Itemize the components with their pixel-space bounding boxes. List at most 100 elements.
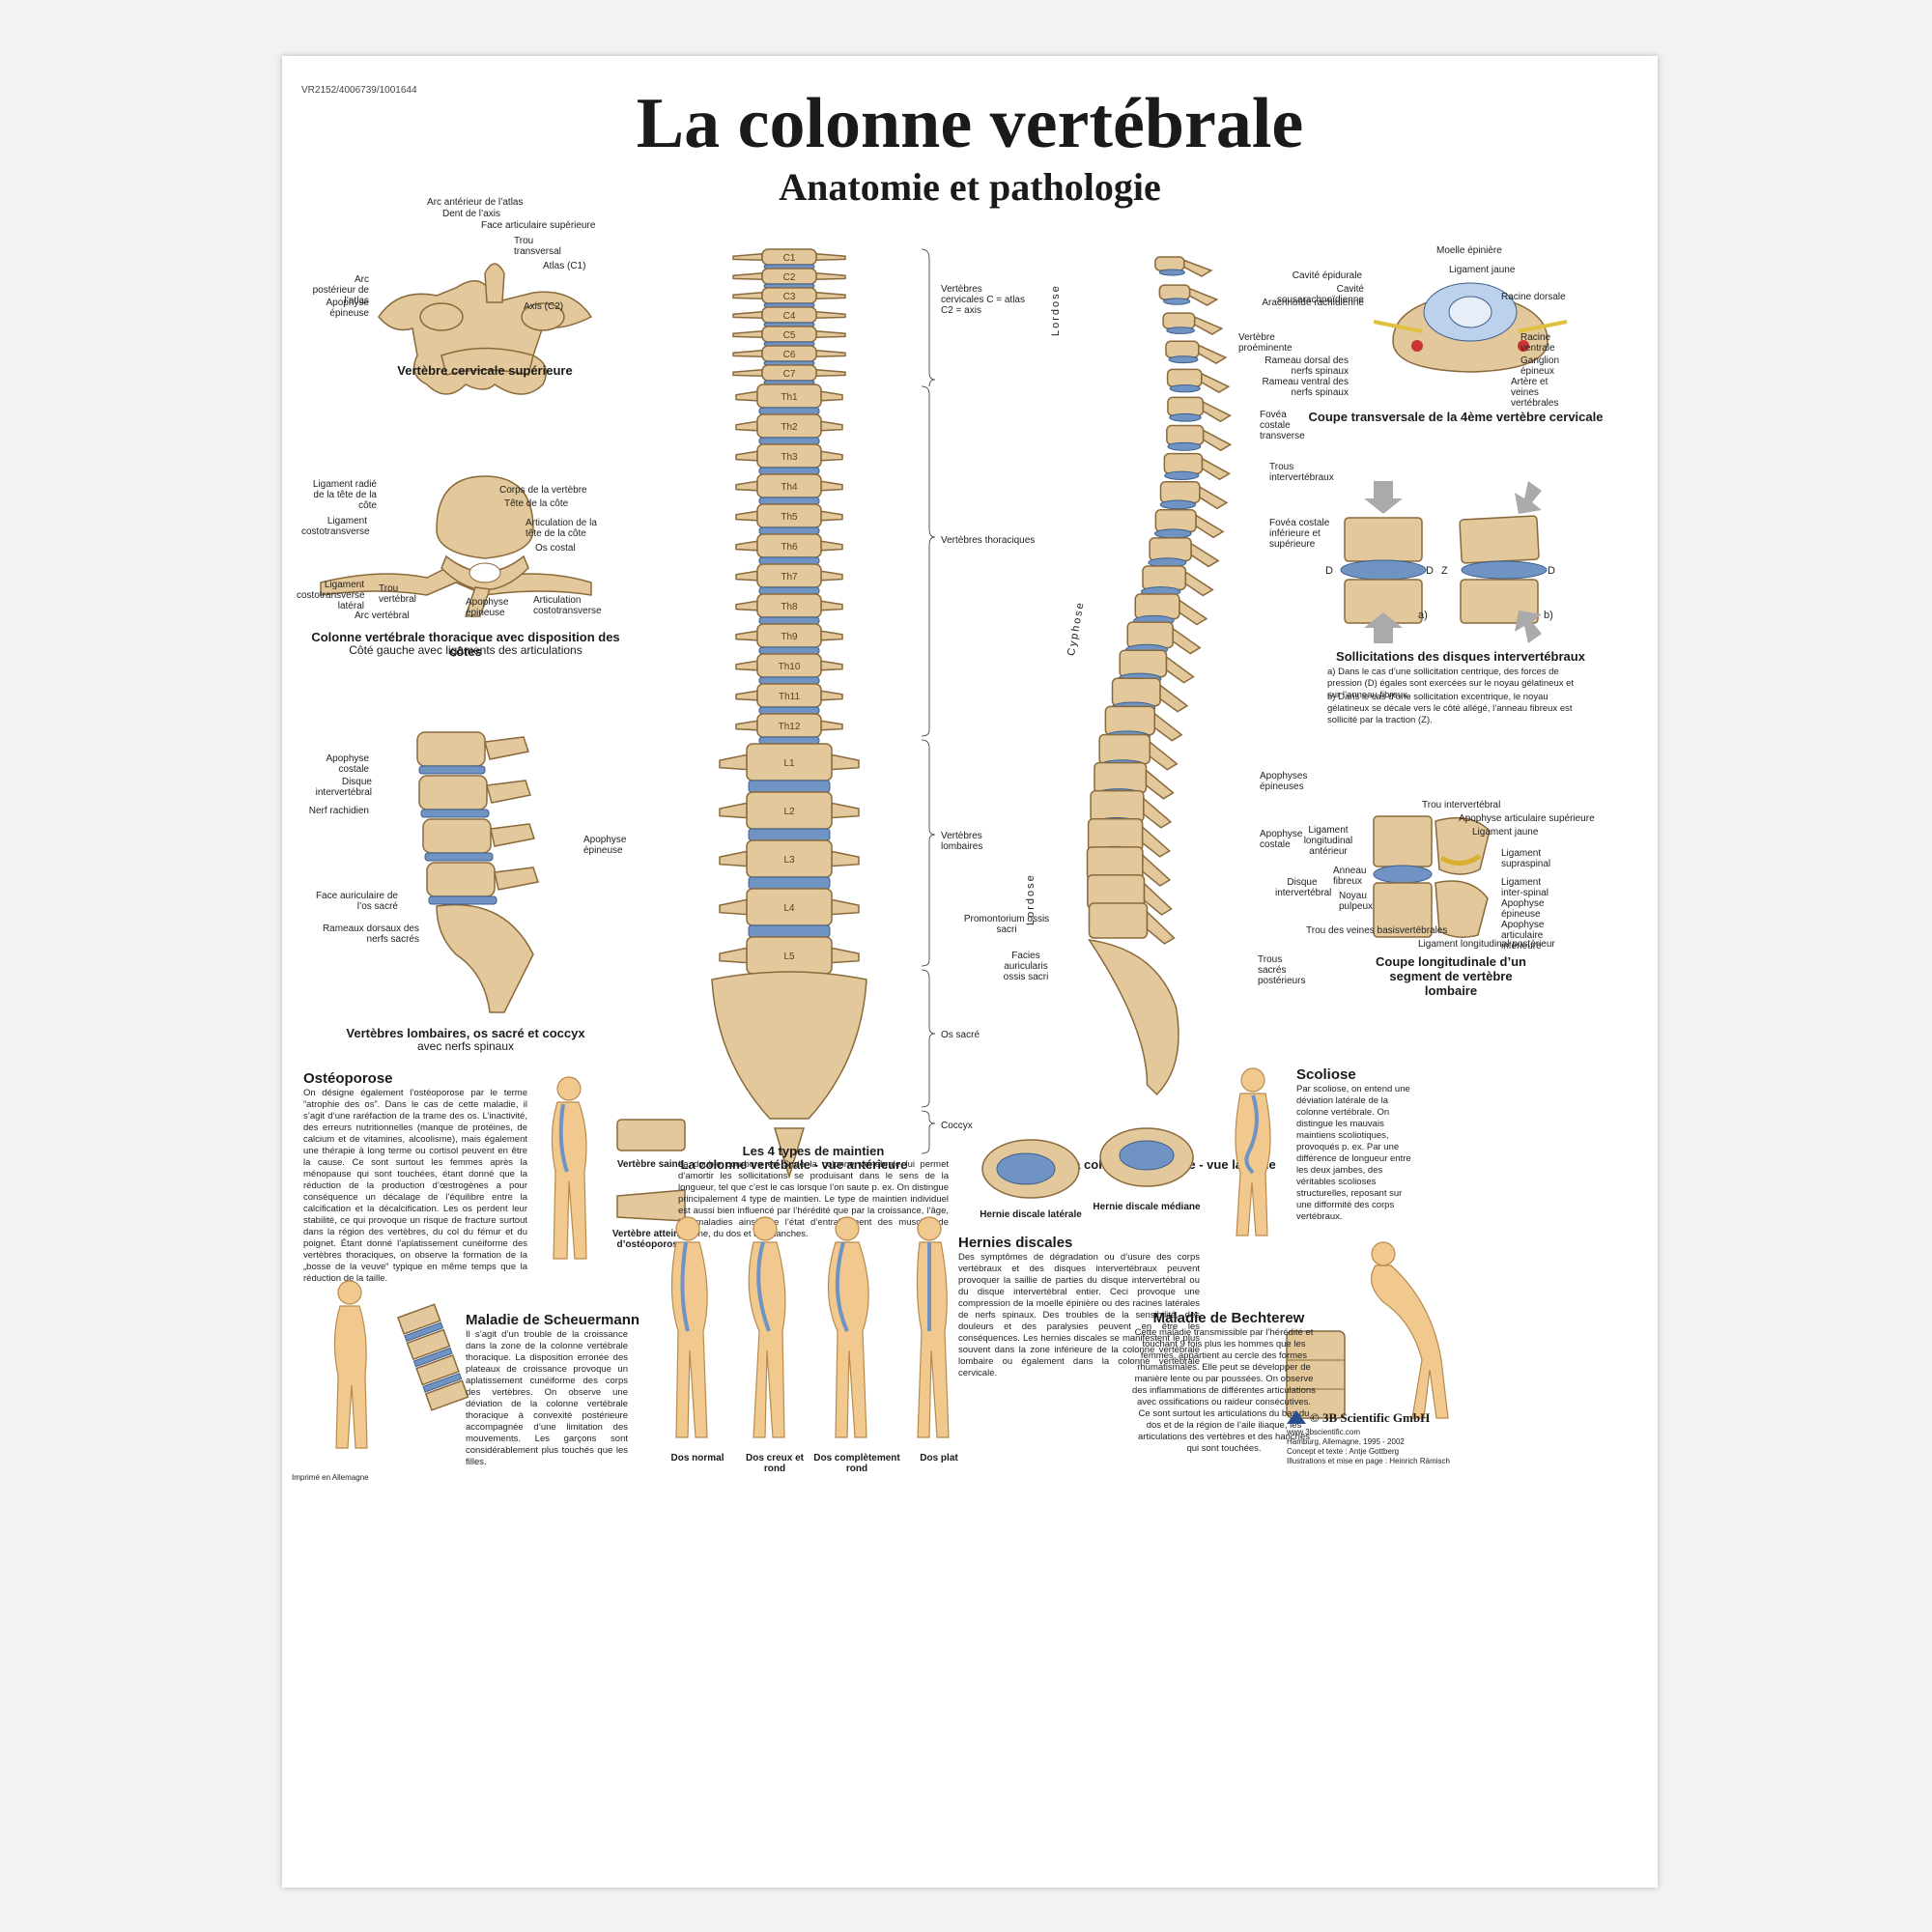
label-cavite-sousarachnoidienne: Cavité sousarachnoïdienne bbox=[1276, 284, 1364, 305]
label-nerf-rachidien: Nerf rachidien bbox=[308, 806, 369, 816]
disc-mark-z: Z bbox=[1441, 565, 1448, 577]
intervertebral-disc bbox=[758, 586, 820, 595]
lateral-vertebra bbox=[1087, 817, 1171, 858]
lateral-vertebra bbox=[1090, 789, 1173, 829]
label-arachnoide: Arachnoïde rachidienne bbox=[1262, 298, 1364, 308]
lateral-vertebra bbox=[1165, 340, 1228, 364]
bechterew-figure bbox=[1286, 1241, 1449, 1419]
label-corps-vertebre: Corps de la vertèbre bbox=[499, 485, 587, 496]
vertebra-label: L2 bbox=[783, 807, 795, 817]
region-braces bbox=[921, 248, 936, 1154]
intervertebral-disc bbox=[758, 556, 820, 565]
scheuermann-title: Maladie de Scheuermann bbox=[466, 1312, 640, 1328]
vertebra-c1: C1 bbox=[732, 248, 846, 266]
lateral-disc bbox=[1163, 298, 1191, 305]
lateral-vertebra bbox=[1163, 452, 1231, 481]
label-disque-long: Disque intervertébral bbox=[1275, 877, 1332, 898]
label-vertebre-saine: Vertèbre saine bbox=[616, 1159, 684, 1170]
region-os-sacre: Os sacré bbox=[941, 1030, 980, 1040]
lateral-vertebra bbox=[1159, 480, 1229, 510]
label-arc-posterieur: Arc postérieur de l’atlas bbox=[312, 274, 369, 306]
intervertebral-disc bbox=[758, 497, 820, 505]
label-rameau-dorsal: Rameau dorsal des nerfs spinaux bbox=[1264, 355, 1349, 377]
postures-text: La double courbure en S de la colonne ve… bbox=[678, 1159, 949, 1239]
hernies-title: Hernies discales bbox=[958, 1235, 1073, 1251]
region-thoraciques: Vertèbres thoraciques bbox=[941, 535, 1036, 546]
postures-figures bbox=[670, 1216, 950, 1438]
lateral-vertebra bbox=[1098, 733, 1179, 771]
vertebra-c6: C6 bbox=[732, 345, 846, 362]
3b-logo-icon bbox=[1287, 1410, 1306, 1424]
lateral-vertebra bbox=[1162, 312, 1224, 335]
vertebra-label: Th2 bbox=[781, 422, 798, 433]
lateral-vertebra bbox=[1149, 537, 1220, 568]
label-facies-auricularis: Facies auricularis ossis sacri bbox=[1003, 951, 1049, 982]
vertebra-th4: Th4 bbox=[735, 473, 843, 498]
disc-mark-b: b) bbox=[1544, 610, 1553, 621]
disc-mark-d3: D bbox=[1548, 565, 1555, 577]
posture-label-rond: Dos complètement rond bbox=[813, 1453, 900, 1474]
label-artere-veines: Artère et veines vertébrales bbox=[1511, 377, 1559, 409]
label-trous-intervertebraux: Trous intervertébraux bbox=[1269, 462, 1334, 483]
label-rameau-ventral: Rameau ventral des nerfs spinaux bbox=[1262, 377, 1350, 398]
vertebra-th6: Th6 bbox=[735, 533, 843, 558]
label-fovea-transverse: Fovéa costale transverse bbox=[1260, 410, 1305, 441]
label-face-auriculaire: Face auriculaire de l’os sacré bbox=[315, 891, 398, 912]
sacrum bbox=[711, 971, 867, 1120]
vertebra-label: Th12 bbox=[779, 722, 801, 732]
longitudinal-section-illustration bbox=[1373, 815, 1491, 938]
vertebra-c4: C4 bbox=[732, 306, 846, 324]
region-coccyx: Coccyx bbox=[941, 1121, 973, 1131]
vertebra-th1: Th1 bbox=[735, 384, 843, 409]
label-ligament-supraspinal: Ligament supraspinal bbox=[1501, 848, 1551, 869]
coccyx bbox=[773, 1127, 806, 1179]
label-face-articulaire: Face articulaire supérieure bbox=[481, 220, 596, 231]
printed-in: Imprimé en Allemagne bbox=[292, 1473, 369, 1482]
label-os-costal: Os costal bbox=[535, 543, 576, 554]
region-cervicales: Vertèbres cervicales C = atlas C2 = axis bbox=[941, 284, 1025, 316]
osteoporose-title: Ostéoporose bbox=[303, 1070, 393, 1087]
lateral-vertebra bbox=[1111, 677, 1189, 713]
vertebra-c2: C2 bbox=[732, 268, 846, 285]
lateral-vertebra bbox=[1154, 509, 1225, 539]
vertebra-th11: Th11 bbox=[735, 683, 843, 708]
vertebra-label: C6 bbox=[783, 350, 796, 360]
label-tete-cote: Tête de la côte bbox=[504, 498, 569, 509]
lateral-disc bbox=[1166, 327, 1195, 334]
vertebra-label: C2 bbox=[783, 272, 796, 283]
anatomy-poster: VR2152/4006739/1001644 La colonne vertéb… bbox=[282, 56, 1658, 1888]
caption-coupe-transversale: Coupe transversale de la 4ème vertèbre c… bbox=[1308, 410, 1604, 424]
scheuermann-text: Il s’agit d’un trouble de la croissance … bbox=[466, 1329, 628, 1467]
label-trous-sacres: Trous sacrés postérieurs bbox=[1258, 954, 1306, 986]
label-apophyses-epineuses: Apophyses épineuses bbox=[1260, 771, 1308, 792]
label-ganglion: Ganglion épineux bbox=[1520, 355, 1560, 377]
vertebra-label: L3 bbox=[783, 855, 795, 866]
disc-item-a: a) Dans le cas d’une sollicitation centr… bbox=[1327, 667, 1575, 700]
label-fovea-inferieure: Fovéa costale inférieure et supérieure bbox=[1269, 518, 1330, 550]
label-apophyse-costale-lombaire: Apophyse costale bbox=[326, 753, 369, 775]
intervertebral-disc bbox=[758, 407, 820, 415]
label-apophyse-long: Apophyse épineuse bbox=[1501, 898, 1545, 920]
vertebra-l2: L2 bbox=[719, 791, 860, 830]
label-noyau-pulpeux: Noyau pulpeux bbox=[1339, 891, 1374, 912]
lateral-disc bbox=[1154, 528, 1192, 539]
label-ligament-posterieur: Ligament longitudinal postérieur bbox=[1418, 939, 1555, 950]
vertebra-th5: Th5 bbox=[735, 503, 843, 528]
poster-title: La colonne vertébrale bbox=[636, 84, 1304, 163]
curve-lordose-cervicale: Lordose bbox=[1050, 284, 1062, 336]
posture-label-plat: Dos plat bbox=[920, 1453, 958, 1463]
label-trou-vertebral: Trou vertébral bbox=[379, 583, 416, 605]
intervertebral-disc bbox=[758, 736, 820, 745]
intervertebral-disc bbox=[758, 437, 820, 445]
label-racine-dorsale: Racine dorsale bbox=[1501, 292, 1566, 302]
intervertebral-disc bbox=[748, 876, 831, 890]
label-ligament-jaune-long: Ligament jaune bbox=[1472, 827, 1539, 838]
lateral-sacrum bbox=[1087, 939, 1179, 1096]
lateral-disc bbox=[1158, 269, 1185, 276]
label-apophyse-articulaire-inf: Apophyse articulaire inférieure bbox=[1501, 920, 1545, 952]
vertebra-label: Th9 bbox=[781, 632, 798, 642]
disc-mark-d1: D bbox=[1325, 565, 1333, 577]
label-ligament-costotransverse: Ligament costotransverse bbox=[301, 516, 370, 537]
product-code: VR2152/4006739/1001644 bbox=[301, 85, 417, 96]
label-hernie-mediane: Hernie discale médiane bbox=[1093, 1202, 1201, 1212]
